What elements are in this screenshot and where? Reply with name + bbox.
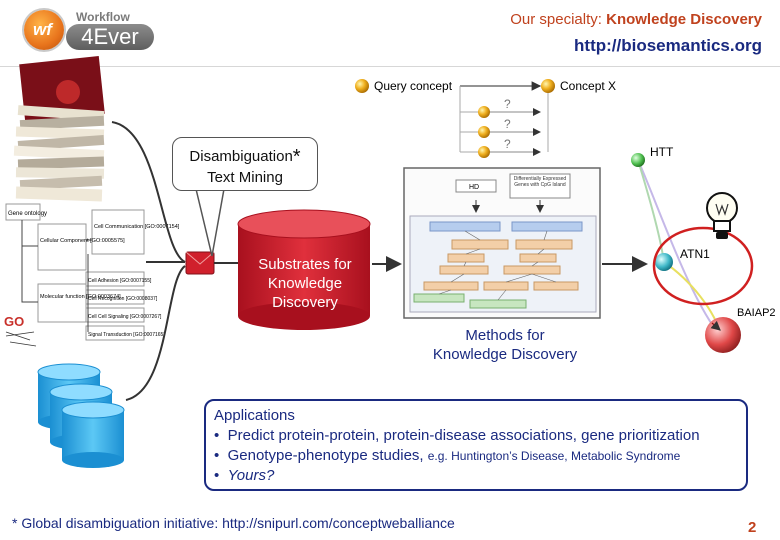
workflow-header-box: Differentially Expressed Genes with CpG … bbox=[513, 176, 567, 188]
journal-stack-icon bbox=[13, 55, 105, 202]
question-mark-1: ? bbox=[504, 97, 511, 111]
methods-caption: Methods for Knowledge Discovery bbox=[410, 326, 600, 364]
callout-line1-wrapper: Disambiguation* bbox=[173, 146, 317, 169]
methods-line1: Methods for bbox=[465, 327, 545, 344]
applications-title: Applications bbox=[214, 407, 295, 424]
go-molecular-function: Molecular function [GO:0003674] bbox=[40, 294, 121, 300]
go-cell-communication: Cell Communication [GO:0007154] bbox=[94, 224, 180, 230]
gene-network bbox=[631, 153, 754, 353]
concept-x-label: Concept X bbox=[560, 79, 616, 93]
application-item-2-text: Genotype-phenotype studies, bbox=[227, 447, 424, 464]
red-envelope-icon bbox=[185, 251, 215, 275]
workflow-header-text: Differentially Expressed Genes with CpG … bbox=[513, 176, 567, 188]
callout-line1: Disambiguation bbox=[189, 148, 293, 165]
biosemantics-url[interactable]: http://biosemantics.org bbox=[574, 36, 762, 55]
applications-box: Applications • Predict protein-protein, … bbox=[204, 399, 748, 491]
application-item-3-text: Yours? bbox=[227, 467, 275, 484]
callout-pointer bbox=[195, 188, 225, 257]
workflow4ever-logo-icon bbox=[24, 10, 64, 50]
light-bulb-icon bbox=[706, 192, 738, 239]
db-line1: Substrates for bbox=[258, 256, 352, 273]
go-signal-transduction: Signal Transduction [GO:0007165] bbox=[88, 332, 165, 338]
db-line3: Discovery bbox=[272, 294, 338, 311]
go-logo-icon: GO bbox=[4, 314, 24, 329]
callout-asterisk: * bbox=[292, 146, 301, 168]
go-cell-adhesion: Cell Adhesion [GO:0007155] bbox=[88, 278, 152, 284]
callout-line2: Text Mining bbox=[207, 169, 283, 186]
go-cell-recognition: Cell Recognition [GO:0008037] bbox=[88, 296, 158, 302]
application-item-1-text: Predict protein-protein, protein-disease… bbox=[227, 427, 700, 444]
go-logo-lines-icon bbox=[5, 331, 37, 347]
bullet: • bbox=[214, 427, 220, 444]
workflow-diagram bbox=[403, 167, 601, 319]
gene-ontology-diagram bbox=[5, 203, 145, 341]
knowledge-database-icon bbox=[237, 209, 371, 330]
bullet: • bbox=[214, 447, 220, 464]
source-connectors bbox=[111, 121, 186, 401]
question-mark-2: ? bbox=[504, 117, 511, 131]
logo-workflow-text: Workflow bbox=[76, 10, 130, 24]
methods-line2: Knowledge Discovery bbox=[432, 346, 578, 363]
footer-note: * Global disambiguation initiative: http… bbox=[12, 515, 455, 531]
node-baiap2-label: BAIAP2 bbox=[737, 307, 776, 319]
node-htt-label: HTT bbox=[650, 145, 674, 159]
page-number: 2 bbox=[748, 519, 757, 536]
application-item-1: • Predict protein-protein, protein-disea… bbox=[214, 426, 746, 446]
blue-databases-icon bbox=[37, 363, 125, 468]
application-item-2-small: e.g. Huntington’s Disease, Metabolic Syn… bbox=[427, 449, 681, 463]
database-label: Substrates for Knowledge Discovery bbox=[240, 255, 370, 312]
application-item-3: • Yours? bbox=[214, 466, 746, 486]
go-cellular-component: Cellular Component [GO:0005575] bbox=[40, 238, 125, 244]
logo-badge-text: wf bbox=[33, 20, 52, 39]
db-line2: Knowledge bbox=[267, 275, 343, 292]
specialty-line: Our specialty: Knowledge Discovery bbox=[510, 11, 762, 28]
node-atn1-label: ATN1 bbox=[680, 247, 710, 261]
disambiguation-callout: Disambiguation* Text Mining bbox=[172, 137, 318, 191]
query-concept-label: Query concept bbox=[374, 79, 453, 93]
bullet: • bbox=[214, 467, 220, 484]
specialty-prefix: Our specialty: bbox=[510, 11, 607, 28]
application-item-2: • Genotype-phenotype studies, e.g. Hunti… bbox=[214, 446, 746, 466]
go-cell-cell-signaling: Cell Cell Signaling [GO:0007267] bbox=[88, 314, 162, 320]
header-divider bbox=[0, 66, 780, 67]
specialty-bold: Knowledge Discovery bbox=[606, 11, 762, 28]
logo-4ever-text: 4Ever bbox=[66, 24, 154, 50]
question-mark-3: ? bbox=[504, 137, 511, 151]
go-title: Gene ontology bbox=[8, 211, 47, 217]
workflow-hd-label: HD bbox=[469, 184, 479, 191]
query-graph bbox=[355, 79, 555, 158]
